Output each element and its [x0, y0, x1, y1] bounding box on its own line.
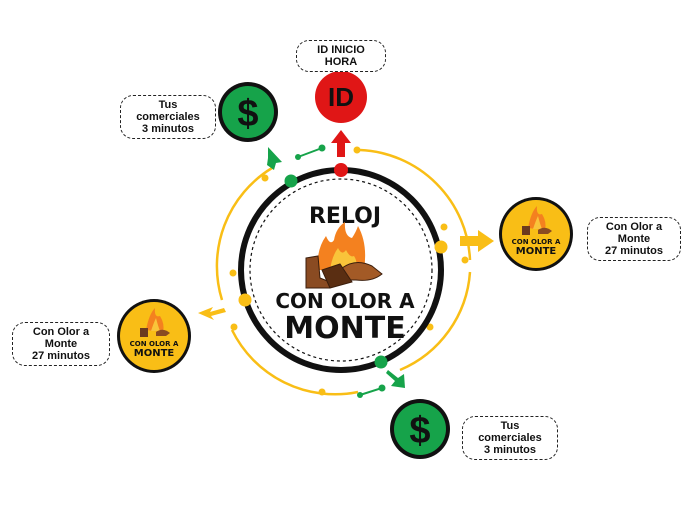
id-badge — [315, 71, 367, 123]
dollar-icon: $ — [409, 410, 430, 452]
logo-line1: CON OLOR A — [275, 289, 415, 313]
commercial-marker — [284, 174, 298, 188]
yellow-arrow-right — [460, 230, 494, 252]
green-connector-top — [267, 144, 326, 170]
orbit-dot — [461, 256, 469, 264]
inner-dashed-ring — [249, 178, 433, 362]
node-label-music-left: Con Olor a Monte 27 minutos — [12, 322, 110, 366]
music-marker — [238, 293, 252, 307]
node-label-commercials-bottom: Tus comerciales 3 minutos — [462, 416, 558, 460]
node-label-commercials-top: Tus comerciales 3 minutos — [120, 95, 216, 139]
orbit-dot — [229, 269, 237, 277]
logo-text: MONTE — [134, 348, 175, 359]
orbit-dot — [230, 323, 238, 331]
yellow-arrow-left — [198, 307, 226, 320]
start-marker — [334, 163, 348, 177]
dollar-icon: $ — [237, 93, 258, 135]
id-badge-text: ID — [328, 82, 354, 112]
music-marker — [434, 240, 448, 254]
orbit-dot — [426, 323, 434, 331]
node-label-music-right: Con Olor a Monte 27 minutos — [587, 217, 681, 261]
logo-text: CON OLOR A — [130, 340, 179, 348]
logo-text: MONTE — [516, 246, 557, 257]
logo-text: CON OLOR A — [512, 238, 561, 246]
logo-line2: MONTE — [284, 311, 405, 346]
orbit-dot — [440, 223, 448, 231]
red-arrow-up — [331, 130, 351, 157]
commercial-marker — [374, 355, 388, 369]
clock-title: RELOJ — [309, 204, 381, 229]
music-node-right: CON OLOR A MONTE — [499, 197, 573, 271]
orbit-dot — [318, 388, 326, 396]
campfire-logo — [305, 222, 383, 289]
green-connector-bottom — [357, 370, 405, 398]
orbit-dot — [353, 146, 361, 154]
music-node-left: CON OLOR A MONTE — [117, 299, 191, 373]
orbit-dot — [261, 174, 269, 182]
id-start-label: ID INICIO HORA — [296, 40, 386, 72]
